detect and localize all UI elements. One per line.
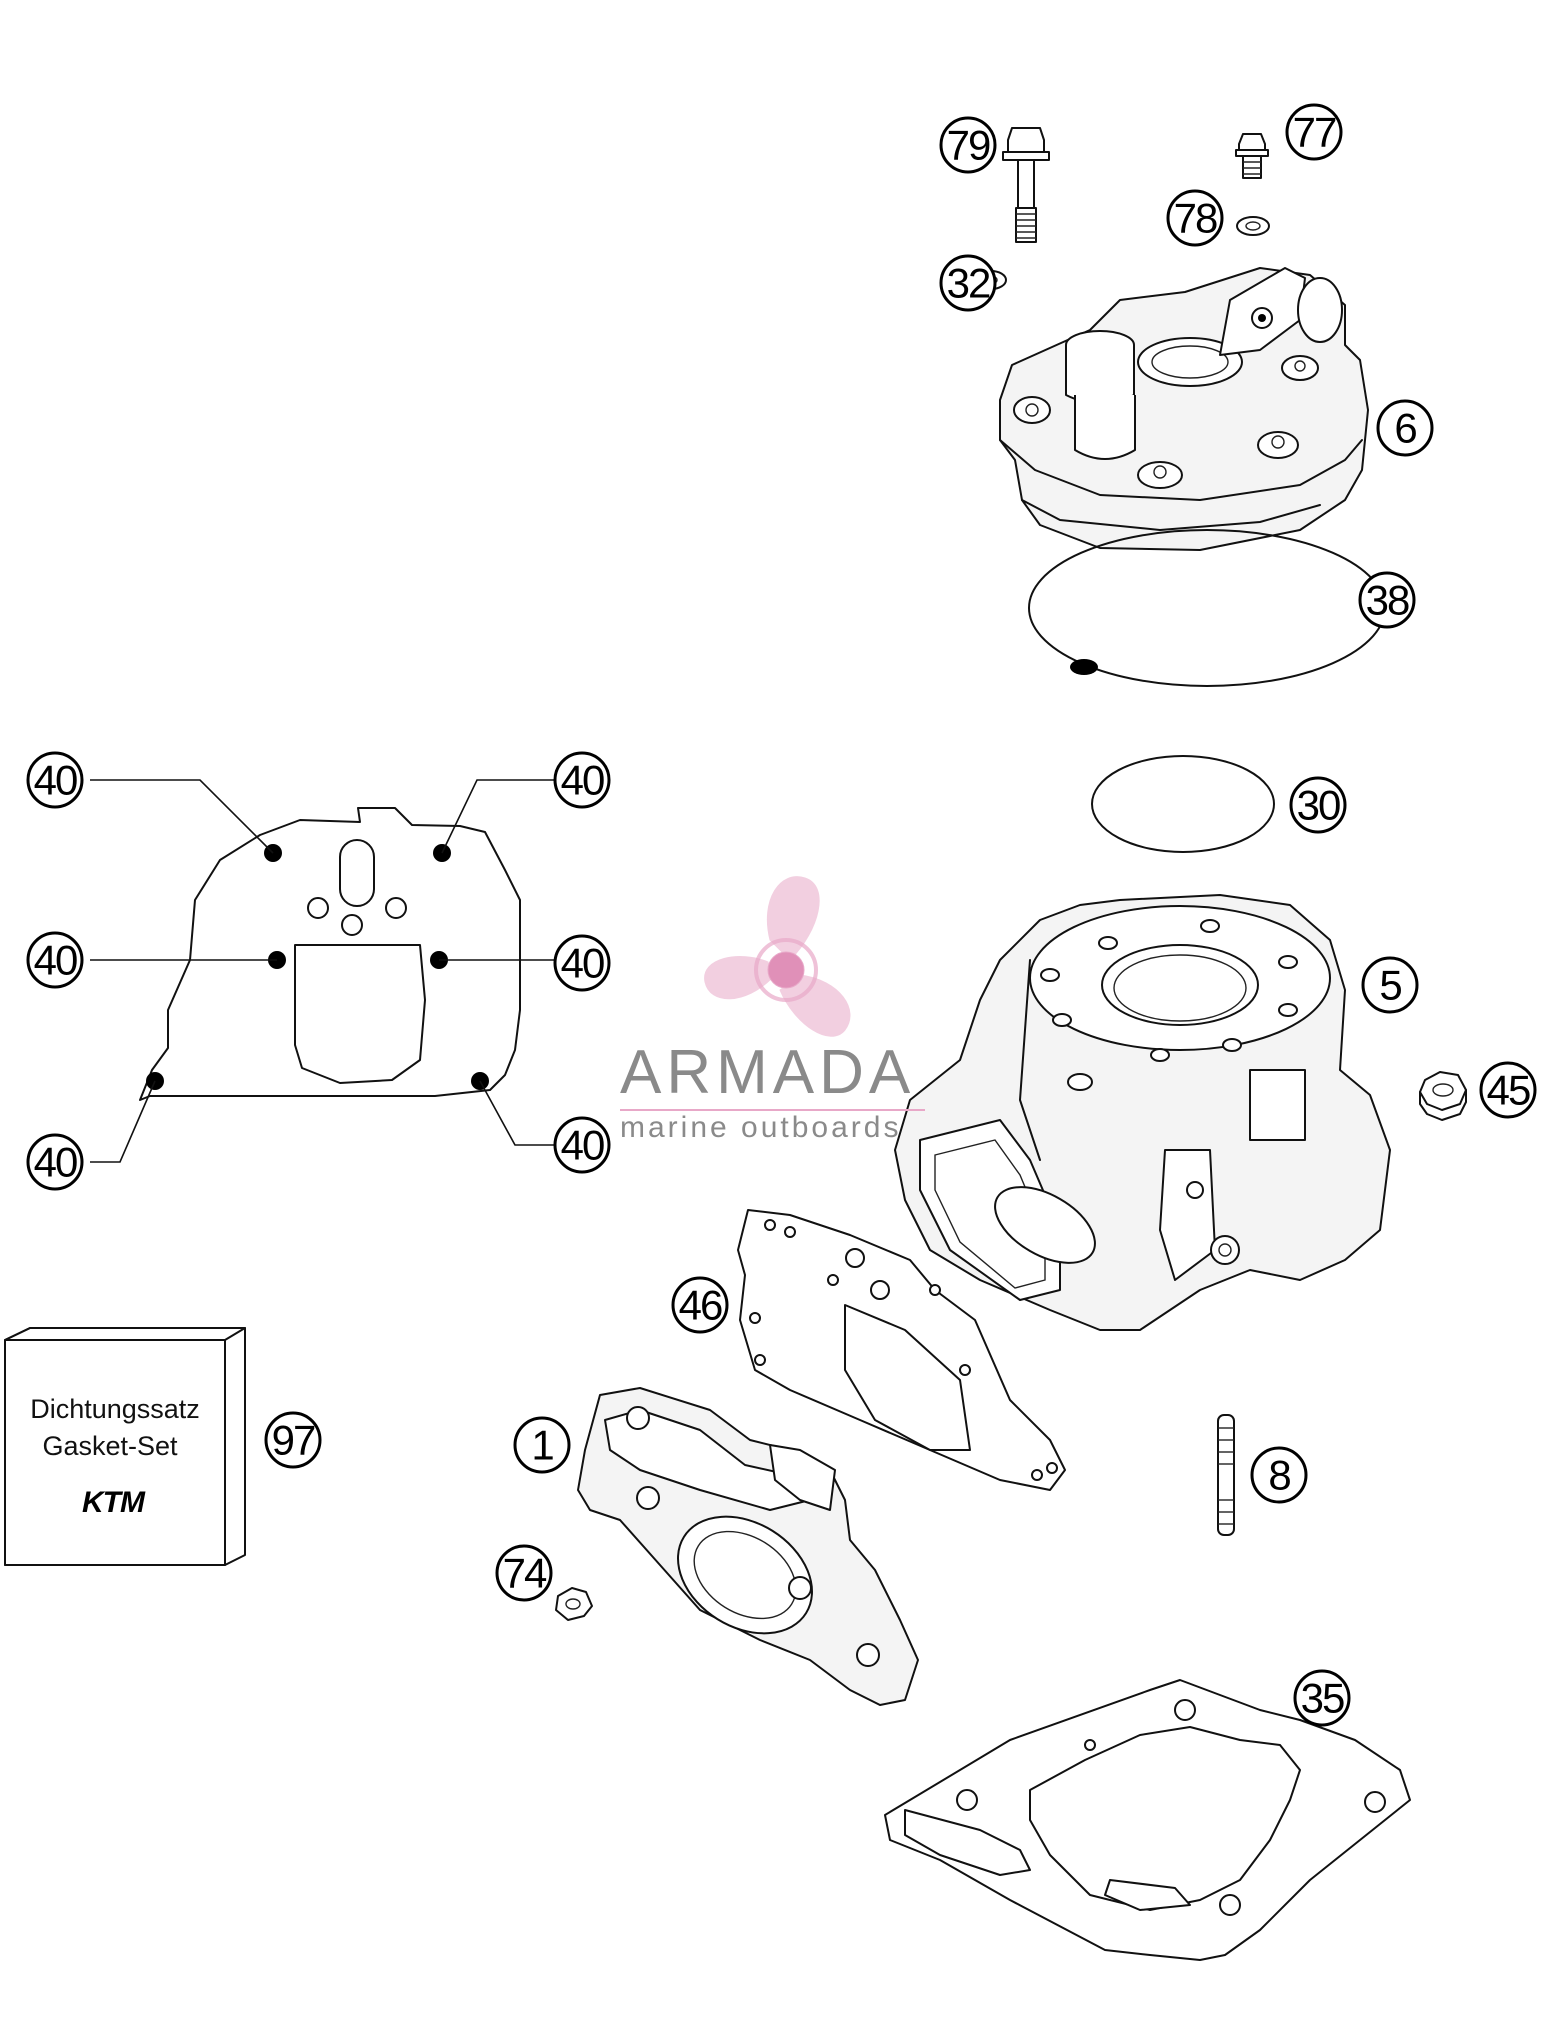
washer-78 <box>1236 216 1270 236</box>
svg-text:40: 40 <box>34 1139 77 1186</box>
svg-text:40: 40 <box>561 1122 604 1169</box>
watermark-title: ARMADA <box>620 1038 915 1107</box>
callout-35: 35 <box>1293 1669 1351 1727</box>
nut-74 <box>555 1587 593 1621</box>
svg-text:1: 1 <box>531 1422 553 1469</box>
svg-text:45: 45 <box>1487 1067 1530 1114</box>
watermark-subtitle: marine outboards <box>620 1111 901 1144</box>
callout-78: 78 <box>1166 189 1224 247</box>
o-ring-30 <box>1091 755 1275 853</box>
cylinder-head-6 <box>999 267 1369 551</box>
callout-5: 5 <box>1361 956 1419 1014</box>
callout-40-bottom-right: 40 <box>553 1116 611 1174</box>
gasket-set-label-en: Gasket-Set <box>42 1431 178 1461</box>
gasket-set-box-97: Dichtungssatz Gasket-Set KTM <box>4 1327 246 1566</box>
svg-text:5: 5 <box>1379 962 1401 1009</box>
leader-lines-40 <box>90 779 555 1163</box>
callout-6: 6 <box>1376 399 1434 457</box>
callout-40-mid-left: 40 <box>26 931 84 989</box>
callout-38: 38 <box>1358 571 1416 629</box>
armada-watermark: ARMADA marine outboards <box>620 876 925 1144</box>
callout-79: 79 <box>939 116 997 174</box>
bolt-77 <box>1235 133 1269 179</box>
svg-text:35: 35 <box>1301 1675 1344 1722</box>
callout-97: 97 <box>264 1411 322 1469</box>
cylinder-5 <box>894 894 1391 1331</box>
svg-text:78: 78 <box>1174 195 1217 242</box>
svg-text:32: 32 <box>947 260 990 307</box>
o-ring-38 <box>1028 529 1386 687</box>
callout-40-top-right: 40 <box>553 751 611 809</box>
callout-40-bottom-left: 40 <box>26 1133 84 1191</box>
stud-8 <box>1217 1414 1235 1536</box>
callout-74: 74 <box>495 1544 553 1602</box>
callout-77: 77 <box>1285 103 1343 161</box>
gasket-46 <box>737 1209 1066 1491</box>
callout-1: 1 <box>513 1416 571 1474</box>
svg-text:40: 40 <box>561 757 604 804</box>
svg-text:38: 38 <box>1366 577 1409 624</box>
ktm-logo: KTM <box>82 1486 146 1519</box>
gasket-40 <box>139 807 521 1101</box>
propeller-icon <box>704 876 851 1037</box>
callout-30: 30 <box>1289 776 1347 834</box>
svg-text:74: 74 <box>503 1550 547 1597</box>
base-gasket-35 <box>884 1679 1411 1961</box>
svg-text:40: 40 <box>34 937 77 984</box>
svg-text:40: 40 <box>561 940 604 987</box>
callout-40-mid-right: 40 <box>553 934 611 992</box>
callout-32: 32 <box>939 254 997 312</box>
svg-text:8: 8 <box>1268 1452 1290 1499</box>
nut-45 <box>1419 1071 1467 1121</box>
callout-46: 46 <box>671 1276 729 1334</box>
bolt-79 <box>1002 127 1050 243</box>
gasket-set-label-de: Dichtungssatz <box>30 1394 200 1424</box>
callout-40-top-left: 40 <box>26 751 84 809</box>
callout-45: 45 <box>1479 1061 1537 1119</box>
svg-text:30: 30 <box>1297 782 1340 829</box>
svg-text:97: 97 <box>272 1417 315 1464</box>
intake-flange-1 <box>577 1387 919 1706</box>
svg-text:46: 46 <box>679 1282 722 1329</box>
svg-text:6: 6 <box>1394 405 1416 452</box>
callout-8: 8 <box>1250 1446 1308 1504</box>
svg-text:79: 79 <box>947 122 990 169</box>
svg-text:40: 40 <box>34 757 77 804</box>
callout-balloons: 79 77 78 32 6 38 30 5 45 40 40 40 40 40 … <box>26 103 1537 1727</box>
svg-text:77: 77 <box>1293 109 1336 156</box>
